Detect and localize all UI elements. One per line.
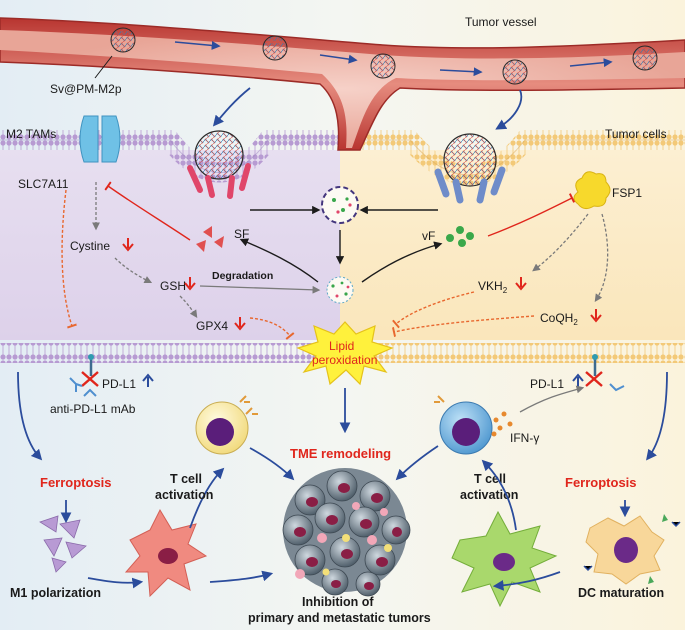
cystine-label: Cystine xyxy=(70,239,110,253)
pdl1-receptor-left-icon xyxy=(69,354,99,397)
gsh-down-icon xyxy=(184,277,196,291)
uptake-arrow-left xyxy=(212,87,251,127)
flow-arrow xyxy=(174,40,221,50)
membrane-bottom-left xyxy=(0,343,345,363)
nanoparticle xyxy=(632,45,658,71)
coqh2-down-icon xyxy=(590,309,602,323)
vf-inhibits-fsp1 xyxy=(487,193,576,237)
lysosome-particle xyxy=(321,186,359,224)
tumor-cell-cytoplasm xyxy=(340,150,685,340)
sf-molecule-icon xyxy=(196,226,224,252)
tcell-left-label-1: T cell xyxy=(170,472,202,486)
sf-label: SF xyxy=(234,227,249,241)
lipid-label-2: peroxidation xyxy=(312,353,377,367)
m2-tams-label: M2 TAMs xyxy=(6,127,56,141)
tumor-vessel-label: Tumor vessel xyxy=(465,15,537,29)
ferroptosis-left-label: Ferroptosis xyxy=(40,475,112,490)
vf-molecule-icon xyxy=(446,226,474,247)
vkh2-label: VKH2 xyxy=(478,279,508,295)
lipid-peroxidation-burst xyxy=(296,321,394,386)
gsh-label: GSH xyxy=(160,279,186,293)
vkh2-down-icon xyxy=(515,277,527,291)
flow-arrow xyxy=(439,67,483,77)
gpx4-down-icon xyxy=(234,317,246,331)
tumor-cells-label: Tumor cells xyxy=(605,127,667,141)
fsp1-protein-icon xyxy=(573,171,611,210)
nanoparticle xyxy=(370,53,396,79)
vf-label: vF xyxy=(422,229,435,243)
degradation-label: Degradation xyxy=(212,270,273,282)
inhibition-label-1: Inhibition of xyxy=(302,595,374,609)
pdl1-right-up-icon xyxy=(572,373,584,387)
lipid-label-1: Lipid xyxy=(329,339,354,353)
endocytosis-right xyxy=(434,133,506,204)
pdl1-receptor-right-icon xyxy=(585,354,625,392)
t-cell-left-icon xyxy=(195,395,258,455)
tme-remodeling-label: TME remodeling xyxy=(290,446,391,461)
ferroptosis-right-label: Ferroptosis xyxy=(565,475,637,490)
ifn-gamma-label: IFN-γ xyxy=(510,431,539,445)
nanoparticle xyxy=(262,35,288,61)
inhibition-label-2: primary and metastatic tumors xyxy=(248,611,431,625)
slc7a11-label: SLC7A11 xyxy=(18,177,69,191)
slc7a11-transporter-icon xyxy=(79,115,121,163)
tcell-right-label-2: activation xyxy=(460,488,518,502)
dc-maturation-label: DC maturation xyxy=(578,586,664,600)
dying-macrophage-icon xyxy=(39,515,87,573)
cystine-down-icon xyxy=(122,238,134,252)
gpx4-label: GPX4 xyxy=(196,319,228,333)
nanoparticle-group xyxy=(110,27,658,85)
coqh2-label: CoQH2 xyxy=(540,311,578,327)
m1-polarization-label: M1 polarization xyxy=(10,586,101,600)
m1-macrophage-icon xyxy=(124,508,208,598)
membrane-bottom-right xyxy=(345,343,685,363)
pdl1-left-up-icon xyxy=(142,373,154,387)
tcell-right-label-1: T cell xyxy=(474,472,506,486)
anti-pdl1-label: anti-PD-L1 mAb xyxy=(50,402,136,416)
uptake-arrow-right xyxy=(495,89,523,130)
t-cell-right-icon xyxy=(434,395,493,455)
pdl1-right-label: PD-L1 xyxy=(530,377,564,391)
m2-tam-cytoplasm xyxy=(0,150,345,340)
dying-tumor-cell-icon xyxy=(583,514,681,585)
ifn-gamma-dots xyxy=(491,411,513,437)
nanoparticle xyxy=(110,27,136,53)
tcell-left-label-2: activation xyxy=(155,488,213,502)
flow-arrow xyxy=(319,54,358,64)
pdl1-left-label: PD-L1 xyxy=(102,377,136,391)
nanoparticle xyxy=(502,59,528,85)
nanoparticle-label: Sv@PM-M2p xyxy=(50,82,122,96)
flow-arrow xyxy=(569,58,613,68)
fsp1-label: FSP1 xyxy=(612,186,642,200)
endocytosis-left xyxy=(187,130,251,199)
degraded-particle xyxy=(326,276,354,304)
sf-inhibits-slc7a11 xyxy=(104,181,191,241)
tumor-mass-icon xyxy=(282,468,411,597)
